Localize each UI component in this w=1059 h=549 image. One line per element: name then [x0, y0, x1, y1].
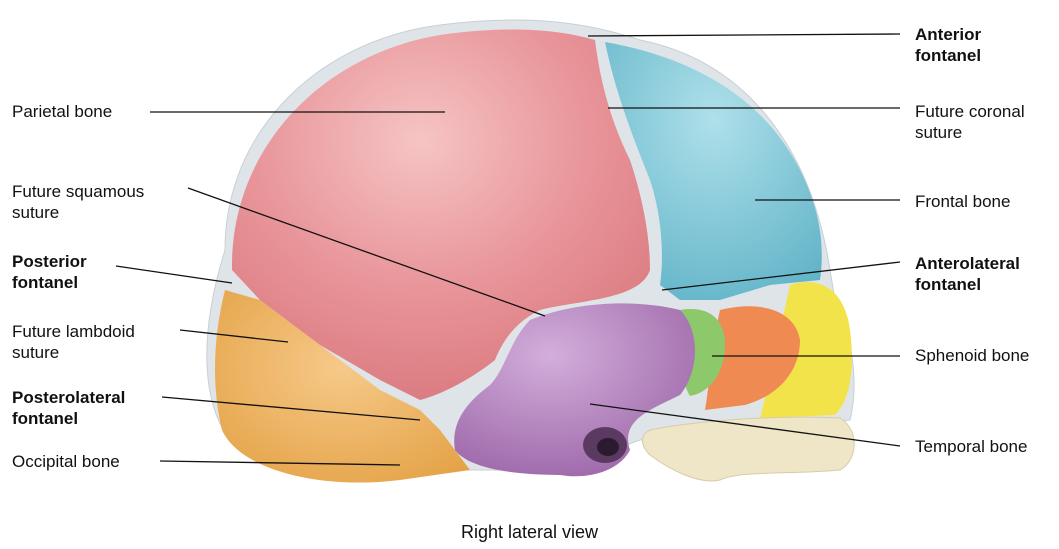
label-occipital-bone: Occipital bone [12, 451, 120, 472]
label-posterior-fontanel: Posterior fontanel [12, 251, 87, 293]
label-parietal-bone: Parietal bone [12, 101, 112, 122]
label-anterior-fontanel: Anterior fontanel [915, 24, 981, 66]
ear-canal-inner [597, 438, 619, 456]
label-future-coronal-suture: Future coronal suture [915, 101, 1025, 143]
view-caption: Right lateral view [0, 522, 1059, 543]
label-anterolateral-fontanel: Anterolateral fontanel [915, 253, 1020, 295]
label-temporal-bone: Temporal bone [915, 436, 1027, 457]
label-future-lambdoid-suture: Future lambdoid suture [12, 321, 135, 363]
leader-anterior [588, 34, 900, 36]
leader-posterior [116, 266, 232, 283]
label-sphenoid-bone: Sphenoid bone [915, 345, 1029, 366]
label-frontal-bone: Frontal bone [915, 191, 1010, 212]
mandible-shape [643, 417, 855, 481]
label-future-squamous-suture: Future squamous suture [12, 181, 144, 223]
label-posterolateral-fontanel: Posterolateral fontanel [12, 387, 125, 429]
